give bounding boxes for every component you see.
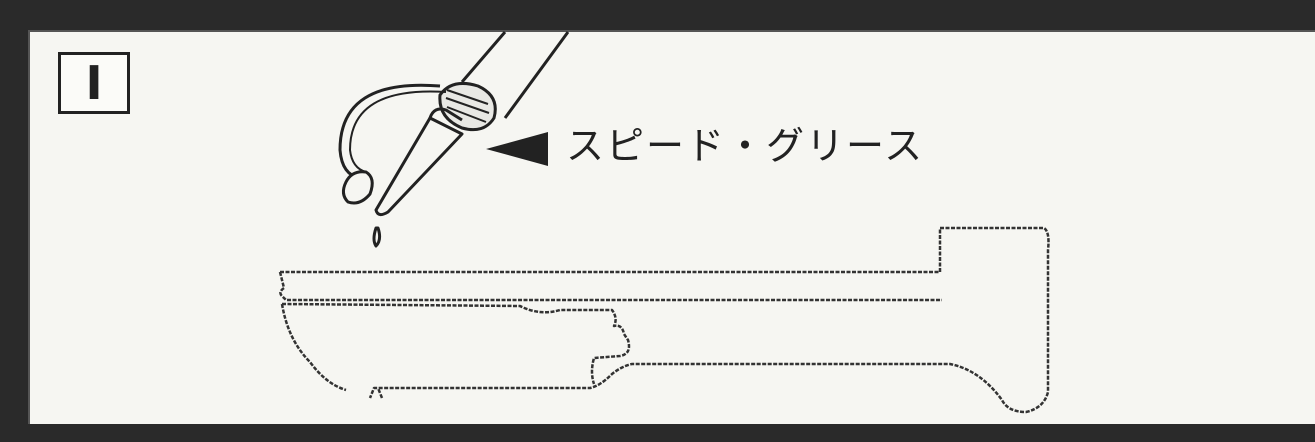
instruction-panel xyxy=(28,30,1315,424)
nozzle-cone xyxy=(374,116,464,217)
chassis-front-curve xyxy=(280,303,347,392)
grease-drop xyxy=(372,226,382,248)
tube-body-right-edge xyxy=(503,31,570,119)
callout-label: スピード・グリース xyxy=(566,124,925,168)
chassis-part xyxy=(278,226,1050,414)
collar-thread xyxy=(446,106,487,123)
cap-strap xyxy=(338,83,441,180)
step-number-box: I xyxy=(58,52,130,114)
nozzle-shoulder xyxy=(428,107,463,122)
cap-strap-inner xyxy=(349,90,447,173)
step-number: I xyxy=(85,56,103,110)
chassis-inner-cutout xyxy=(281,302,631,385)
cap xyxy=(341,170,374,205)
chassis-outer-outline xyxy=(280,226,1050,414)
tube-body-left-edge xyxy=(460,31,507,83)
grease-tube xyxy=(338,31,570,248)
collar-thread xyxy=(445,97,490,114)
chassis-top-edge xyxy=(278,271,942,302)
callout-arrow xyxy=(486,132,548,166)
collar-thread xyxy=(446,89,489,105)
